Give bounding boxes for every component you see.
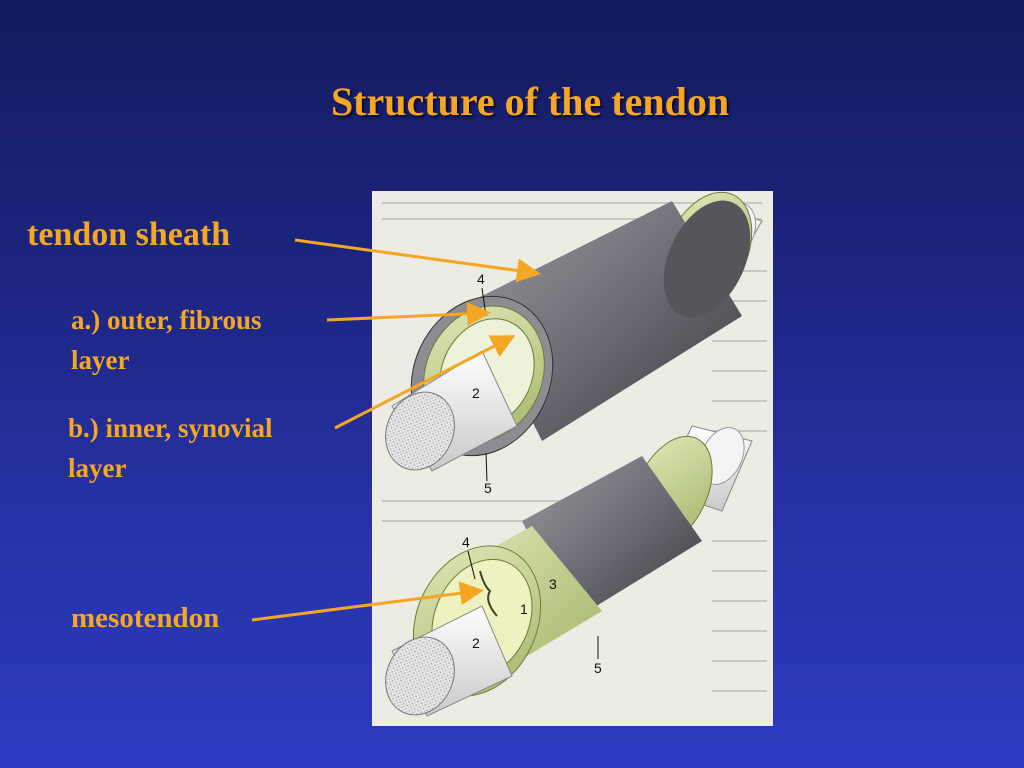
label-mesotendon: mesotendon	[71, 602, 220, 634]
leader-bottom-4	[467, 550, 476, 580]
arrow-outer-layer	[326, 301, 491, 326]
top-tendon-assembly	[385, 191, 763, 472]
figure-number-top-2: 2	[472, 385, 480, 401]
figure-number-top-5: 5	[484, 480, 492, 496]
leader-top-5	[485, 452, 488, 482]
figure-number-bottom-5: 5	[594, 660, 602, 676]
figure-number-bottom-2: 2	[472, 635, 480, 651]
figure-number-bottom-4: 4	[462, 534, 470, 550]
arrow-mesotendon	[251, 581, 484, 622]
figure-number-top-4: 4	[477, 271, 485, 287]
arrow-tendon-sheath	[294, 238, 541, 283]
label-tendon-sheath: tendon sheath	[27, 216, 231, 253]
bottom-tendon-assembly	[385, 425, 753, 717]
arrow-inner-layer	[334, 335, 516, 430]
slide-title: Structure of the tendon	[330, 79, 730, 124]
figure-number-bottom-3: 3	[549, 576, 557, 592]
figure-number-bottom-1: 1	[520, 601, 528, 617]
tendon-illustration: 4 2 5 4 3 1 2 5	[372, 191, 773, 726]
tendon-diagram: 4 2 5 4 3 1 2 5	[382, 191, 767, 717]
